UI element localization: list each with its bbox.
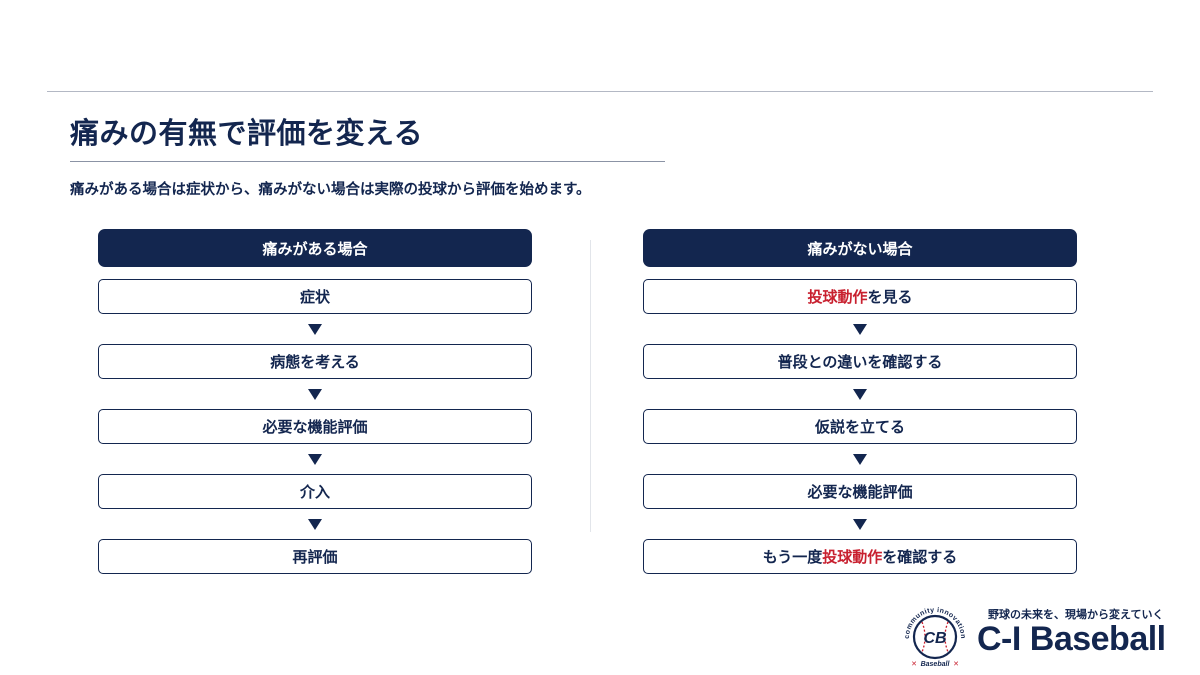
- logo-monogram: CB: [923, 630, 946, 647]
- step-label: を見る: [867, 288, 913, 306]
- brand-tagline: 野球の未来を、現場から変えていく: [988, 608, 1164, 621]
- step-label: を確認する: [882, 548, 958, 566]
- logo-bottom-text: Baseball: [921, 661, 951, 668]
- svg-text:✕: ✕: [911, 660, 917, 668]
- step-label: 介入: [299, 483, 330, 501]
- down-arrow-icon: [308, 323, 322, 335]
- left-step-symptoms: 症状: [98, 279, 532, 314]
- right-step-hypothesis: 仮説を立てる: [643, 409, 1077, 444]
- top-divider: [47, 91, 1153, 92]
- down-arrow-icon: [308, 388, 322, 400]
- left-step-intervention: 介入: [98, 474, 532, 509]
- baseball-logo-icon: CB community innovation Baseball ✕ ✕: [904, 607, 966, 668]
- right-step-functional-eval: 必要な機能評価: [643, 474, 1077, 509]
- down-arrow-icon: [853, 453, 867, 465]
- page-title: 痛みの有無で評価を変える: [70, 116, 424, 150]
- svg-text:✕: ✕: [953, 660, 959, 668]
- column-divider: [590, 240, 591, 532]
- left-column-flow: 痛みがある場合 症状 病態を考える 必要な機能評価 介入 再評価: [98, 229, 532, 574]
- left-step-pathology: 病態を考える: [98, 344, 532, 379]
- brand-name: C-I Baseball: [977, 620, 1166, 658]
- down-arrow-icon: [853, 323, 867, 335]
- step-highlight: 投球動作: [807, 288, 868, 306]
- left-step-reevaluation: 再評価: [98, 539, 532, 574]
- left-step-functional-eval: 必要な機能評価: [98, 409, 532, 444]
- step-highlight: 投球動作: [822, 548, 883, 566]
- step-label: 仮説を立てる: [814, 418, 905, 436]
- down-arrow-icon: [853, 518, 867, 530]
- step-label: 必要な機能評価: [262, 418, 368, 436]
- step-label: 病態を考える: [270, 353, 360, 371]
- page-subtitle: 痛みがある場合は症状から、痛みがない場合は実際の投球から評価を始めます。: [70, 182, 591, 198]
- step-label: 再評価: [292, 548, 338, 566]
- right-step-watch-pitching: 投球動作を見る: [643, 279, 1077, 314]
- down-arrow-icon: [308, 518, 322, 530]
- right-column-flow: 痛みがない場合 投球動作を見る 普段との違いを確認する 仮説を立てる 必要な機能…: [643, 229, 1077, 574]
- left-column-header: 痛みがある場合: [98, 229, 532, 267]
- right-step-compare-usual: 普段との違いを確認する: [643, 344, 1077, 379]
- step-label: 必要な機能評価: [807, 483, 913, 501]
- down-arrow-icon: [853, 388, 867, 400]
- right-column-header: 痛みがない場合: [643, 229, 1077, 267]
- down-arrow-icon: [308, 453, 322, 465]
- step-label: 普段との違いを確認する: [777, 353, 943, 371]
- step-label: もう一度: [762, 548, 823, 566]
- right-step-recheck-pitching: もう一度投球動作を確認する: [643, 539, 1077, 574]
- step-label: 症状: [299, 288, 330, 306]
- title-underline: [70, 161, 665, 162]
- brand-footer: CB community innovation Baseball ✕ ✕ 野球の…: [900, 600, 1190, 670]
